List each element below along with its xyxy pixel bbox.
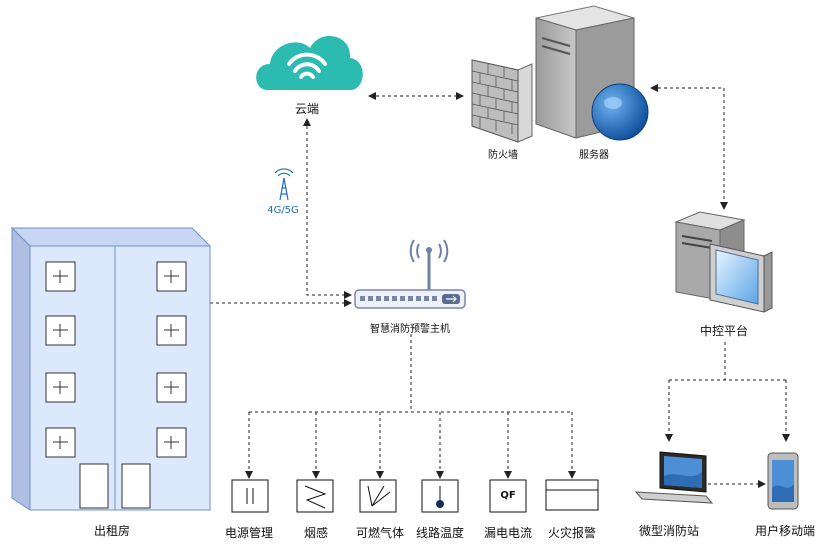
cloud-icon [256, 35, 363, 90]
leakage-glyph: QF [500, 490, 516, 501]
fire-alarm-host-icon [354, 239, 466, 309]
laptop-icon [634, 451, 714, 504]
sensor-label-leakage: 漏电电流 [483, 526, 533, 540]
smoke-detector-icon [296, 479, 334, 513]
sensor-label-temperature: 线路温度 [415, 526, 465, 540]
sensor-label-gas: 可燃气体 [355, 526, 405, 540]
host-label: 智慧消防预警主机 [370, 324, 450, 335]
firewall-label: 防火墙 [488, 150, 518, 161]
cloud-label: 云端 [294, 102, 320, 116]
power-management-icon [231, 479, 269, 513]
gas-detector-icon [359, 479, 397, 513]
cloud-host-link [303, 118, 352, 299]
station-label: 微型消防站 [638, 524, 700, 538]
firewall-icon [471, 59, 533, 143]
server-label: 服务器 [579, 150, 609, 161]
building-label: 出租房 [93, 524, 131, 538]
network-label: 4G/5G [267, 205, 299, 216]
fire-alarm-icon [545, 479, 599, 511]
building-icon [10, 226, 212, 511]
control-platform-label: 中控平台 [699, 324, 749, 338]
server-control-link [650, 84, 728, 210]
control-computer-icon [674, 211, 773, 313]
mobile-label: 用户移动端 [754, 524, 816, 538]
temperature-sensor-icon [421, 479, 459, 513]
leakage-current-icon [489, 479, 527, 513]
connectors [210, 84, 790, 488]
sensor-label-fire-alarm: 火灾报警 [547, 526, 597, 540]
server-icon [535, 5, 649, 141]
mobile-phone-icon [767, 452, 799, 510]
cell-tower-icon [274, 168, 294, 201]
sensor-label-power: 电源管理 [224, 526, 274, 540]
globe-icon [591, 83, 649, 141]
sensor-label-smoke: 烟感 [303, 526, 329, 540]
